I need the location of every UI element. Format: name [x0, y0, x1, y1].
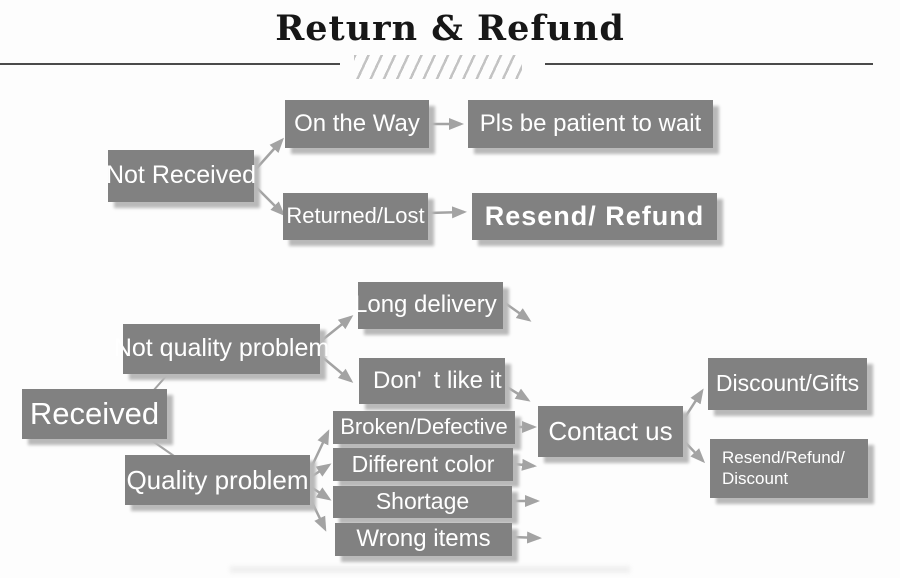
- node-long-delivery: Long delivery: [354, 282, 503, 329]
- node-dont-like-it: Don' t like it: [359, 358, 505, 404]
- arrow-wrongitems-contact: [512, 531, 542, 544]
- node-on-the-way: On the Way: [285, 100, 429, 148]
- arrow-quality-differentcolor: [310, 463, 332, 479]
- node-broken-defective: Broken/Defective: [333, 411, 515, 444]
- node-shortage: Shortage: [333, 486, 512, 518]
- arrow-quality-wrongitems: [307, 495, 327, 532]
- arrow-quality-shortage: [310, 485, 332, 501]
- link-received-notquality: [152, 373, 169, 392]
- title-rule-left: [0, 63, 340, 65]
- arrow-notquality-dontlike: [320, 355, 354, 383]
- node-wrong-items: Wrong items: [335, 523, 512, 556]
- node-resend-refund-discount-line1: Resend/Refund/: [722, 448, 845, 468]
- arrow-notreceived-returnedlost: [255, 186, 286, 217]
- node-quality-problem: Quality problem: [125, 455, 310, 505]
- title-rule-right: [545, 63, 873, 65]
- arrow-contact-discountgifts: [682, 388, 704, 420]
- arrow-quality-broken: [309, 429, 330, 469]
- node-resend-refund-discount: Resend/Refund/ Discount: [710, 439, 868, 498]
- node-not-quality-problem: Not quality problem: [114, 324, 329, 374]
- arrow-longdelivery-out: [504, 301, 532, 322]
- node-received: Received: [22, 389, 167, 439]
- arrow-notreceived-ontheway: [255, 137, 285, 170]
- link-received-quality: [150, 439, 175, 457]
- node-discount-gifts: Discount/Gifts: [708, 358, 867, 410]
- arrow-contact-resenddiscount: [683, 440, 706, 464]
- arrow-returnedlost-resend: [427, 206, 467, 219]
- arrow-notquality-longdelivery: [320, 315, 354, 342]
- node-resend-refund-discount-line2: Discount: [722, 468, 789, 488]
- node-returned-lost: Returned/Lost: [283, 193, 428, 240]
- node-different-color: Different color: [333, 448, 513, 481]
- arrow-dontlike-contact: [506, 385, 531, 402]
- bottom-smudge: [230, 566, 630, 573]
- hatch-decoration: [354, 55, 522, 79]
- page-title: Return & Refund: [275, 8, 625, 49]
- node-resend-refund: Resend/ Refund: [472, 193, 717, 240]
- arrow-differentcolor-contact: [513, 458, 537, 471]
- node-contact-us: Contact us: [538, 406, 683, 457]
- node-not-received: Not Received: [106, 150, 256, 202]
- node-pls-be-patient: Pls be patient to wait: [468, 100, 713, 148]
